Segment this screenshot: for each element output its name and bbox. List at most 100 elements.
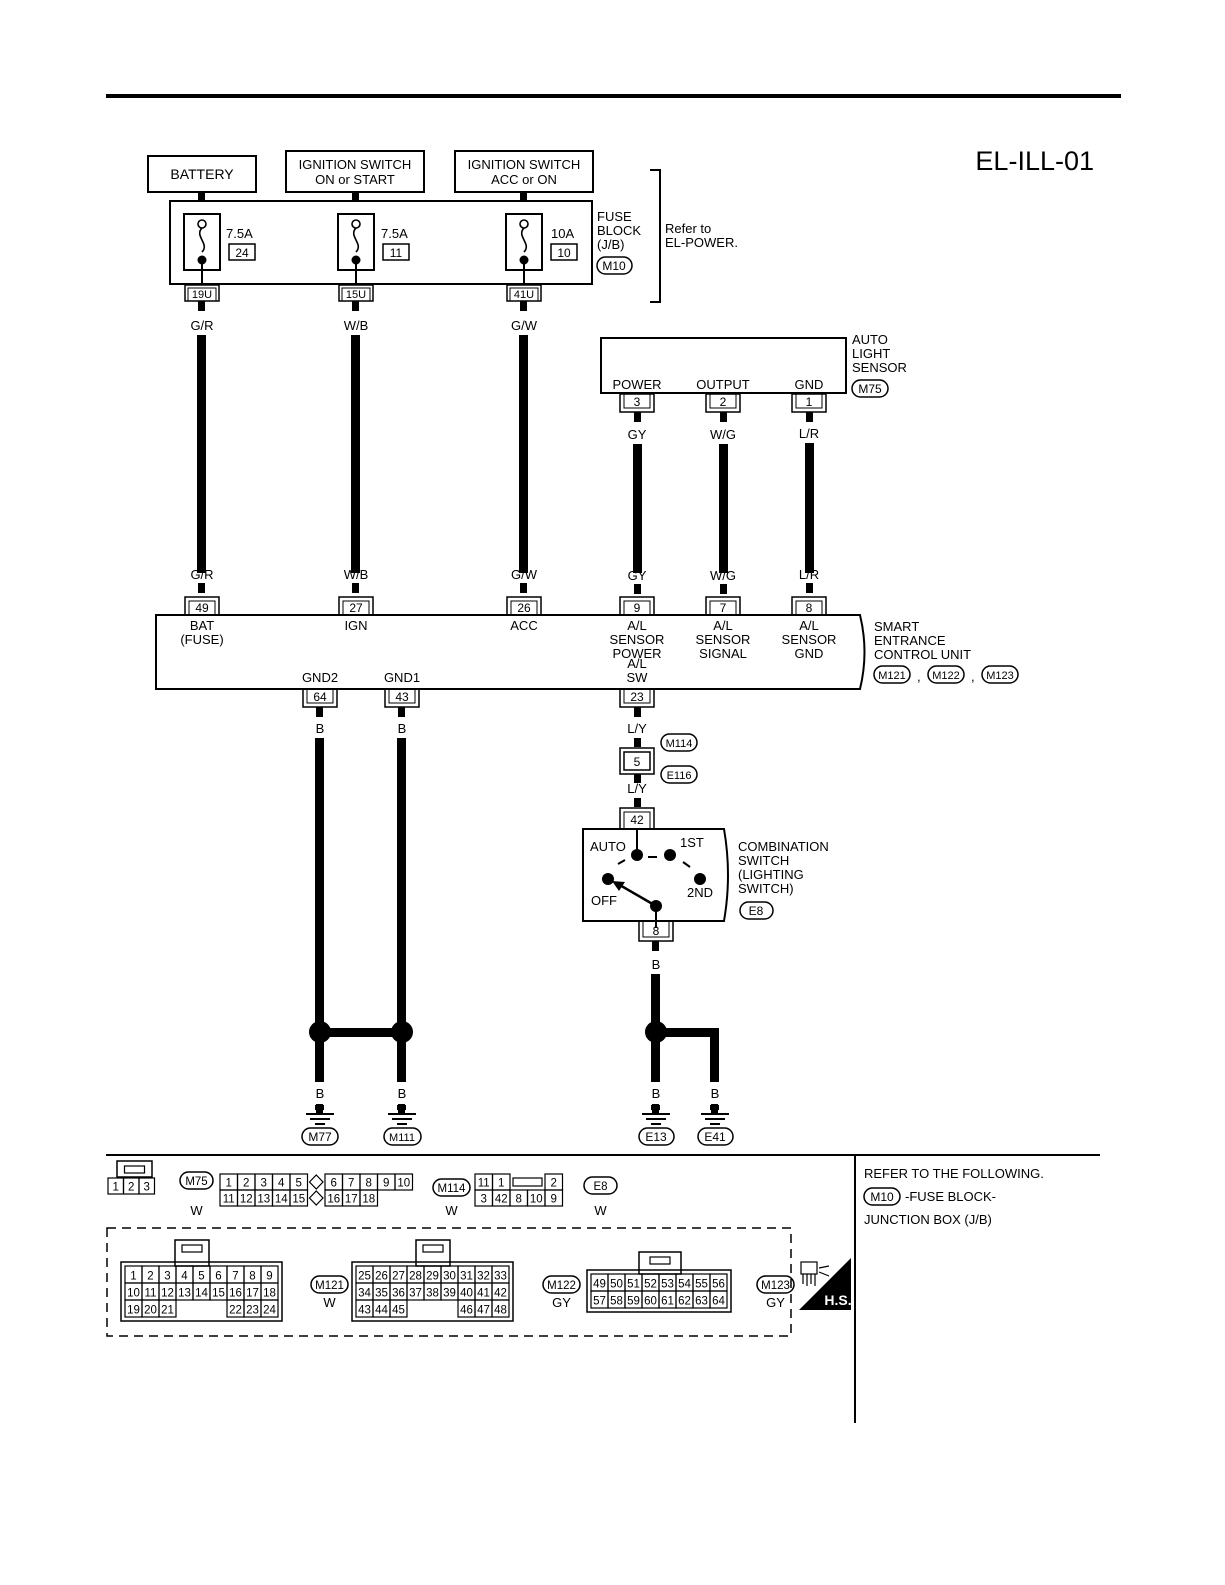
refer-to-label-2: EL-POWER. (665, 235, 738, 250)
secu-pin-49 (184, 596, 220, 616)
secu-bat-label-2: (FUSE) (180, 632, 223, 647)
secu-al-signal-label-2: SENSOR (696, 632, 751, 647)
splice-gnd1 (391, 1021, 413, 1043)
wire-gnd1 (397, 738, 406, 1110)
connector-pin-label: 33 (494, 1271, 507, 1283)
acc-stub (520, 192, 527, 201)
connector-housing (351, 1261, 514, 1322)
fuse-24 (183, 213, 221, 284)
connector-pin-label: 48 (494, 1305, 507, 1317)
connector-pin-label: 11 (223, 1194, 235, 1206)
connector-pin-label: 1 (130, 1271, 136, 1283)
connector-pin-label: 11 (145, 1288, 157, 1300)
connector-pin-label: 8 (249, 1271, 255, 1283)
wire-lr (805, 443, 814, 573)
splice-switch-ground (645, 1021, 667, 1043)
wire-gnd2-label: B (316, 721, 325, 736)
connector-name-oval (756, 1275, 795, 1294)
stub-sensor-2 (720, 412, 727, 422)
fuse-block-label-3: (J/B) (597, 237, 624, 252)
switch-1st-label: 1ST (680, 835, 704, 850)
stub-42 (634, 798, 641, 807)
connector-color: GY (766, 1295, 785, 1310)
connector-pin-label: 37 (409, 1288, 422, 1300)
connector-name: E8 (593, 1181, 607, 1193)
connector-cavity (158, 1299, 177, 1318)
connector-cavity (260, 1299, 279, 1318)
secu-pin-23-label: 23 (630, 690, 644, 704)
secu-connector-separator-1: , (917, 669, 921, 684)
connector-pin-label: 2 (147, 1271, 153, 1283)
connector-pin-label: 10 (530, 1194, 543, 1206)
ignition-switch-label-1: IGNITION SWITCH (299, 157, 412, 172)
secu-pin-64-label: 64 (313, 690, 327, 704)
header-rule (106, 94, 1121, 98)
battery-stub (198, 192, 205, 201)
harness-symbol-label: H.S. (824, 1292, 851, 1308)
connector-pin-label: 16 (229, 1288, 242, 1300)
ground-e13-wire: B (652, 1086, 661, 1101)
ground-m77-wire: B (316, 1086, 325, 1101)
stub-23 (634, 707, 641, 717)
connector-pin-label: 64 (712, 1296, 725, 1308)
stub-27 (352, 583, 359, 593)
connector-latch-tab (181, 1244, 203, 1253)
connector-pin-label: 4 (181, 1271, 188, 1283)
connector-pin-label: 17 (246, 1288, 259, 1300)
ground-symbol-m77 (306, 1113, 334, 1125)
wire-gr-bottom: G/R (190, 567, 213, 582)
auto-light-sensor-connector: M75 (858, 382, 882, 396)
sensor-pin-2-label: 2 (720, 395, 727, 409)
secu-al-sw-label-2: SW (627, 670, 649, 685)
auto-light-sensor-label-2: LIGHT (852, 346, 890, 361)
stub-switch-8 (652, 941, 659, 951)
connector-pin-label: 18 (263, 1288, 276, 1300)
connector-name: M75 (185, 1176, 207, 1188)
connector-pin-label: 57 (593, 1296, 606, 1308)
connector-pin-label: 5 (296, 1178, 302, 1190)
connector-color: GY (552, 1295, 571, 1310)
connector-pin-label: 10 (397, 1178, 410, 1190)
connector-name: M123 (761, 1280, 790, 1292)
combination-switch-label-3: (LIGHTING (738, 867, 804, 882)
connector-pin-label: 29 (426, 1271, 439, 1283)
connector-pin-label: 7 (348, 1178, 354, 1190)
acc-switch-label-1: IGNITION SWITCH (468, 157, 581, 172)
secu-connector-m121: M121 (878, 670, 906, 682)
ground-m111-label: M111 (389, 1132, 415, 1144)
connector-pin-label: 26 (375, 1271, 388, 1283)
connector-cavity (709, 1290, 728, 1309)
connector-pin-label: 50 (610, 1279, 623, 1291)
fuse-24-number-box (228, 243, 256, 261)
combination-switch-label-1: COMBINATION (738, 839, 829, 854)
stub-9 (634, 584, 641, 594)
connector-pin-label: 9 (551, 1194, 557, 1206)
connector-pin-label: 42 (495, 1194, 508, 1206)
combination-switch-connector-oval (739, 901, 774, 920)
fuse-24-rating: 7.5A (226, 226, 253, 241)
secu-bat-label-1: BAT (190, 618, 214, 633)
connector-pin-label: 1 (113, 1182, 119, 1194)
wire-gy (633, 444, 642, 573)
fuse-11-number: 11 (390, 246, 403, 260)
combination-switch-label-2: SWITCH (738, 853, 789, 868)
wire-gnd2 (315, 738, 324, 1110)
wire-wg-bottom: W/G (710, 568, 736, 583)
fuse-11-rating: 7.5A (381, 226, 408, 241)
connector-cavity (394, 1173, 414, 1191)
fuse-block-connector-oval (596, 256, 633, 275)
connector-pin-label: 3 (144, 1182, 150, 1194)
secu-connector-m121-oval (873, 665, 911, 684)
connector-cavity (359, 1189, 379, 1207)
gap-mask-left-2 (394, 1082, 409, 1105)
reference-line-3: JUNCTION BOX (J/B) (864, 1212, 992, 1227)
wire-wb (351, 335, 360, 573)
stub-joint-bottom (634, 774, 641, 783)
secu-pin-26-label: 26 (517, 601, 531, 615)
switch-arc-dashes (617, 856, 691, 868)
secu-al-signal-label-1: A/L (713, 618, 733, 633)
fuse-24-number: 24 (235, 246, 249, 260)
secu-connector-m122: M122 (932, 670, 960, 682)
connector-lock-tab (512, 1177, 543, 1187)
